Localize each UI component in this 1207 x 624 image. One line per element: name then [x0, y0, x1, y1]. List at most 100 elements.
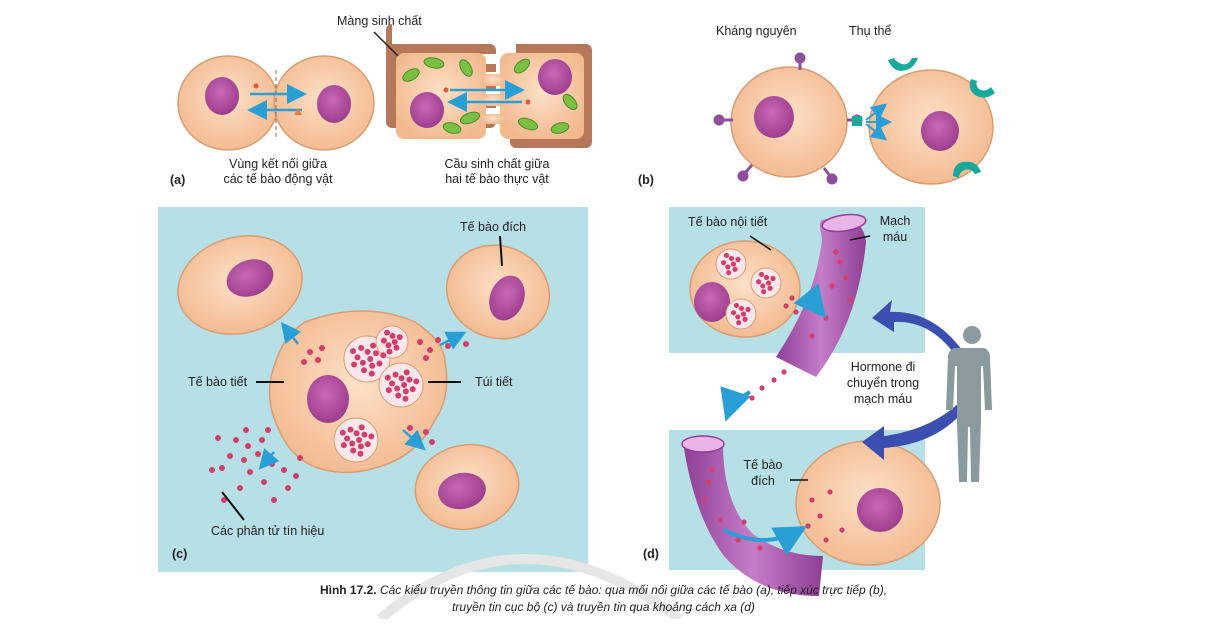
panel-c-letter: (c) — [172, 547, 188, 561]
molecule-dot — [725, 264, 731, 270]
molecule-dot — [361, 431, 368, 438]
nucleus — [538, 59, 572, 95]
molecule-dot — [741, 519, 747, 525]
nucleus — [921, 111, 959, 151]
molecule-dot — [732, 266, 738, 272]
molecule-dot — [783, 303, 789, 309]
molecule-dot — [445, 343, 451, 349]
molecule-dot — [409, 386, 416, 393]
molecule-dot — [406, 376, 413, 383]
molecule-dot — [364, 348, 371, 355]
molecule-dot — [307, 349, 313, 355]
molecule-dot — [843, 275, 849, 281]
membrane-label: Màng sinh chất — [337, 14, 422, 28]
molecule-dot — [361, 367, 368, 374]
molecule-dot — [837, 259, 843, 265]
molecule-dot — [763, 274, 770, 281]
nucleus — [307, 375, 349, 423]
molecule-dot — [281, 467, 287, 473]
molecule-dot — [839, 527, 845, 533]
molecule-dot — [293, 473, 299, 479]
molecule-dot — [215, 435, 221, 441]
molecule-dot — [221, 497, 227, 503]
receptors — [852, 58, 995, 178]
animal-junction-label-1: Vùng kết nối giữa — [228, 157, 328, 171]
molecule-dot — [749, 395, 755, 401]
molecule-dot — [376, 360, 383, 367]
molecule-dot — [701, 497, 707, 503]
molecule-dot — [402, 395, 409, 402]
animal-junction-label-2: các tế bào động vật — [223, 172, 333, 186]
vesicle-contents — [339, 329, 420, 457]
molecule-dot — [301, 359, 307, 365]
target-label-1: Tế bào — [743, 458, 783, 472]
figure-caption-line-1: Hình 17.2. Các kiểu truyền thông tin giữ… — [0, 582, 1207, 598]
antigen-label: Kháng nguyên — [716, 24, 797, 38]
molecule-dot — [233, 437, 239, 443]
molecule-dot — [770, 275, 776, 282]
chloroplasts — [402, 57, 578, 134]
leader-line — [499, 235, 503, 267]
molecule-dot — [241, 457, 247, 463]
caption-line-2: truyền tin cục bộ (c) và truyền tin qua … — [452, 600, 755, 614]
molecule-dot — [413, 378, 420, 385]
molecule-dot — [394, 385, 401, 392]
molecule-dot — [354, 354, 361, 361]
molecule-dot — [339, 429, 346, 436]
molecule-dot — [429, 439, 435, 445]
plasmodesmata-label-1: Cầu sinh chất giữa — [444, 157, 550, 171]
membrane-leader — [373, 31, 399, 57]
molecule-dot — [823, 537, 829, 543]
molecule-dot — [833, 249, 839, 255]
molecule-dot — [463, 341, 469, 347]
molecule-dot — [789, 295, 795, 301]
nucleus — [438, 472, 486, 510]
molecule-dot — [793, 309, 799, 315]
molecule-dot — [805, 523, 811, 529]
molecule-dot — [389, 332, 396, 339]
nucleus — [410, 92, 444, 128]
vessel-opening — [821, 213, 867, 233]
molecule-dot — [261, 479, 267, 485]
plasmodesmata-label-2: hai tế bào thực vật — [445, 172, 549, 186]
nucleus — [205, 77, 239, 115]
molecule-dot — [209, 467, 215, 473]
hormone-label-3: mạch máu — [853, 392, 913, 406]
watermark-arc — [376, 554, 683, 624]
molecule-dot — [809, 333, 815, 339]
signal-arrows — [865, 103, 892, 141]
molecule-dot — [758, 271, 765, 278]
panel-b-letter: (b) — [638, 173, 654, 187]
panel-c — [158, 207, 588, 572]
molecule-dot — [423, 355, 429, 361]
molecule-dot — [709, 467, 715, 473]
secretory-cell-label: Tế bào tiết — [188, 375, 248, 389]
molecule-dot — [315, 357, 321, 363]
molecule-dot — [245, 443, 251, 449]
molecule-dot — [726, 270, 732, 276]
nucleus — [489, 275, 525, 321]
molecule-dot — [742, 316, 748, 322]
nucleus — [754, 96, 794, 138]
molecule-dot — [735, 256, 741, 263]
molecule-dot — [380, 352, 387, 359]
vessel-label-2: máu — [882, 230, 908, 244]
molecule-dot — [740, 311, 747, 317]
molecule-dot — [721, 260, 727, 266]
molecule-dot — [372, 350, 379, 357]
panel-d-letter: (d) — [643, 547, 659, 561]
molecule-dot — [319, 345, 325, 351]
molecule-dot — [731, 310, 737, 316]
vessel-opening — [681, 435, 725, 453]
molecule-dot — [781, 369, 787, 375]
molecule-dot — [385, 342, 392, 349]
molecule-dot — [423, 429, 429, 435]
panel-a-letter: (a) — [170, 173, 186, 187]
molecule-dot — [368, 370, 375, 377]
molecule-dot — [736, 320, 742, 326]
molecule-dot — [297, 455, 303, 461]
plasmodesma — [482, 94, 504, 106]
target-label-2: đích — [751, 474, 775, 488]
plasmodesma — [482, 74, 504, 86]
